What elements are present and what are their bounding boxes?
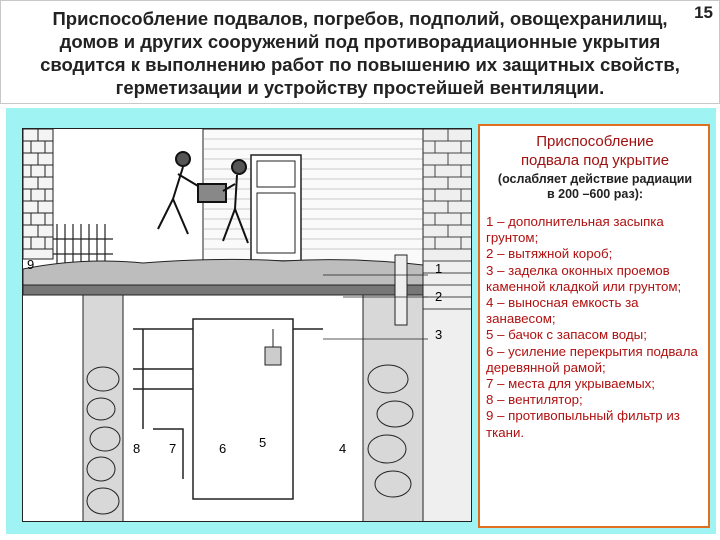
basement-stone-walls — [82, 294, 424, 521]
legend-title-line-1: Приспособление — [536, 133, 654, 150]
legend-item: 5 – бачок с запасом воды; — [486, 327, 647, 343]
legend-item: 8 – вентилятор; — [486, 392, 583, 408]
callout-5: 5 — [259, 435, 267, 450]
legend-item: 9 – противопыльный фильтр из ткани. — [486, 408, 680, 440]
header-line-1: Приспособление подвалов, погребов, подпо… — [52, 8, 668, 29]
illustration-svg — [23, 129, 471, 521]
legend-title-line-2: подвала под укрытие — [520, 152, 670, 169]
legend-subtitle-line-2: в 200 –600 раз): — [546, 187, 644, 201]
legend-box: Приспособление подвала под укрытие (осла… — [478, 124, 710, 528]
header-line-3: сводится к выполнению работ по повышению… — [40, 54, 680, 75]
callout-2: 2 — [435, 289, 443, 304]
legend-item: 2 – вытяжной короб; — [486, 246, 613, 262]
callout-lines — [323, 274, 428, 340]
header-line-4: герметизации и устройству простейшей вен… — [115, 77, 605, 98]
legend-item: 4 – выносная емкость за занавесом; — [486, 295, 639, 327]
basement-shelter-illustration: 1 2 3 4 5 6 7 8 9 — [22, 128, 472, 522]
legend-item: 1 – дополнительная засыпка грунтом; — [486, 214, 664, 246]
left-brick-wall — [23, 129, 54, 260]
legend-item: 7 – места для укрываемых; — [486, 376, 655, 392]
exhaust-duct — [394, 254, 408, 326]
callout-8: 8 — [133, 441, 141, 456]
legend-subtitle-line-1: (ослабляет действие радиации — [497, 172, 693, 186]
legend-list: 1 – дополнительная засыпка грунтом; 2 – … — [486, 214, 704, 441]
earth-fill-layer — [23, 258, 424, 296]
callout-6: 6 — [219, 441, 227, 456]
content-panel: 1 2 3 4 5 6 7 8 9 Приспособление подвала… — [6, 108, 716, 534]
page-number: 15 — [694, 3, 713, 22]
legend-subtitle: (ослабляет действие радиации в 200 –600 … — [486, 172, 704, 202]
water-tank — [264, 329, 282, 366]
wooden-frame — [133, 318, 323, 500]
header-line-2: домов и других сооружений под противорад… — [59, 31, 661, 52]
header-banner: Приспособление подвалов, погребов, подпо… — [0, 0, 720, 104]
header-text: Приспособление подвалов, погребов, подпо… — [5, 7, 715, 99]
legend-item: 6 – усиление перекрытия подвала деревянн… — [486, 343, 698, 375]
legend-title: Приспособление подвала под укрытие — [486, 132, 704, 170]
house-wall — [202, 129, 471, 521]
callout-7: 7 — [169, 441, 177, 456]
callout-3: 3 — [435, 327, 443, 342]
fence — [53, 224, 113, 269]
legend-item: 3 – заделка оконных проемов каменной кла… — [486, 262, 682, 294]
workers-figures — [157, 151, 249, 244]
callout-9: 9 — [27, 257, 35, 272]
callout-1: 1 — [435, 261, 443, 276]
callout-4: 4 — [339, 441, 347, 456]
